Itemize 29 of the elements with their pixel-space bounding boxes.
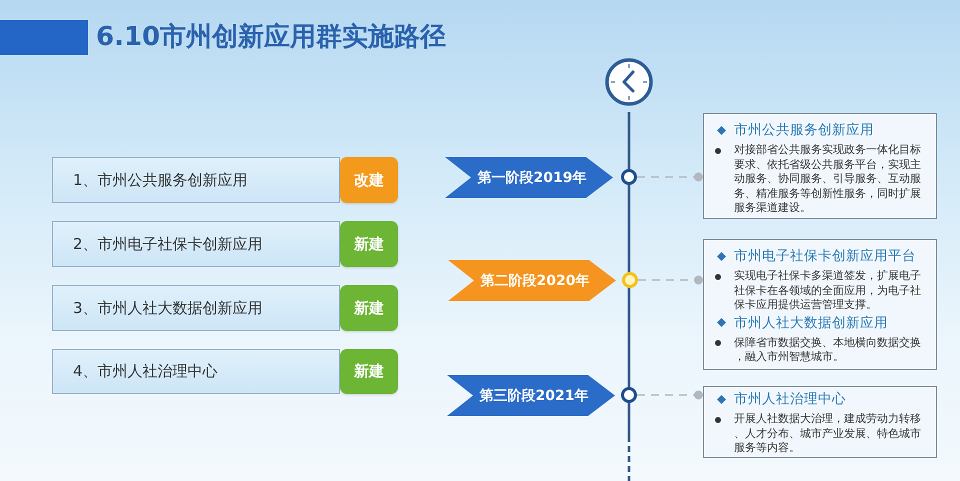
info-panel [703,239,937,370]
status-tag: 改建 [340,157,398,203]
panel-text: 实现电子社保卡多渠道签发，扩展电子社保卡在各领域的全面应用，为电子社保卡应用提供运营管理支撑。 [734,269,922,312]
status-tag: 新建 [340,349,398,394]
item-box: 4、市州人社治理中心 [52,349,340,394]
chevron-arrow: 第三阶段2021年 [447,375,615,416]
panel-heading: 市州人社治理中心 [734,390,846,409]
status-tag: 新建 [340,285,398,331]
panel-text: 保障省市数据交换、本地横向数据交换，融入市州智慧城市。 [734,336,922,364]
chevron-arrow: 第二阶段2020年 [448,260,616,301]
chevron-arrow: 第一阶段2019年 [445,157,613,198]
panel-heading: 市州公共服务创新应用 [734,121,874,140]
item-box: 1、市州公共服务创新应用 [52,157,340,203]
dashed-connector [638,276,703,284]
status-tag: 新建 [340,221,398,267]
dashed-connector [637,172,703,182]
panel-text: 开展人社数据大治理，建成劳动力转移、人才分布、城市产业发展、特色城市服务等内容。 [734,412,922,456]
dashed-connector [637,390,703,400]
info-panel [703,386,937,458]
panel-text: 对接部省公共服务实现政务一体化目标要求、依托省级公共服务平台，实现主动服务、协同服务、引导服务、互动服务、精准服务等创新性服务，同时扩展服务渠道建设。 [734,143,922,216]
timeline-dot [622,272,638,288]
timeline-dot [621,169,637,185]
item-box: 2、市州电子社保卡创新应用 [52,221,340,267]
panel-heading: 市州人社大数据创新应用 [734,314,888,332]
title: 6.10市州创新应用群实施路径 [0,20,446,55]
panel-heading: 市州电子社保卡创新应用平台 [734,247,916,266]
item-box: 3、市州人社大数据创新应用 [52,285,340,331]
info-panel [703,113,937,219]
timeline-dot [621,387,637,403]
